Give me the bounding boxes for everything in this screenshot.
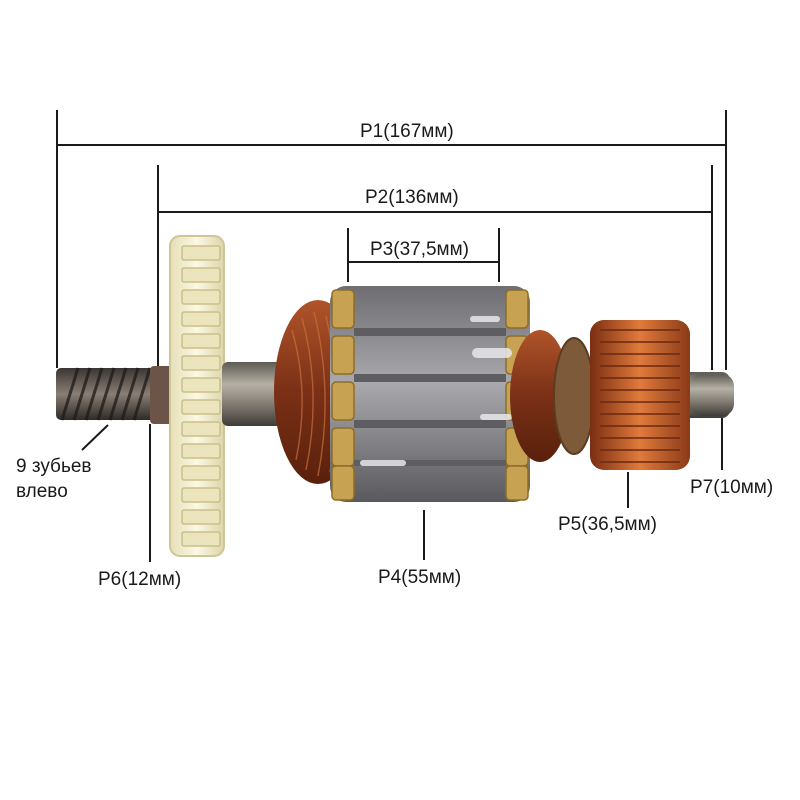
- dimension-label-p7: P7(10мм): [690, 477, 774, 498]
- shaft-collar: [150, 366, 174, 424]
- commutator: [590, 320, 690, 470]
- dimension-label-p4: P4(55мм): [378, 567, 462, 588]
- gear-note: 9 зубьев влево: [16, 455, 92, 504]
- dimension-label-p3: P3(37,5мм): [370, 239, 469, 260]
- insulation-ring: [553, 337, 595, 455]
- dimension-label-p1: P1(167мм): [360, 121, 454, 142]
- gear-note-line2: влево: [16, 480, 68, 502]
- gear-note-line1: 9 зубьев: [16, 456, 92, 477]
- dimension-label-p2: P2(136мм): [365, 187, 459, 208]
- winding-right: [510, 330, 570, 462]
- dimension-label-p6: P6(12мм): [98, 569, 182, 590]
- rotor-lamination-stack: [330, 286, 530, 502]
- pinion-gear: [56, 367, 156, 421]
- shaft-end: [690, 374, 734, 416]
- dimension-label-p5: P5(36,5мм): [558, 514, 657, 535]
- dimension-lines: [56, 110, 727, 562]
- plastic-fan-gear: [169, 235, 225, 557]
